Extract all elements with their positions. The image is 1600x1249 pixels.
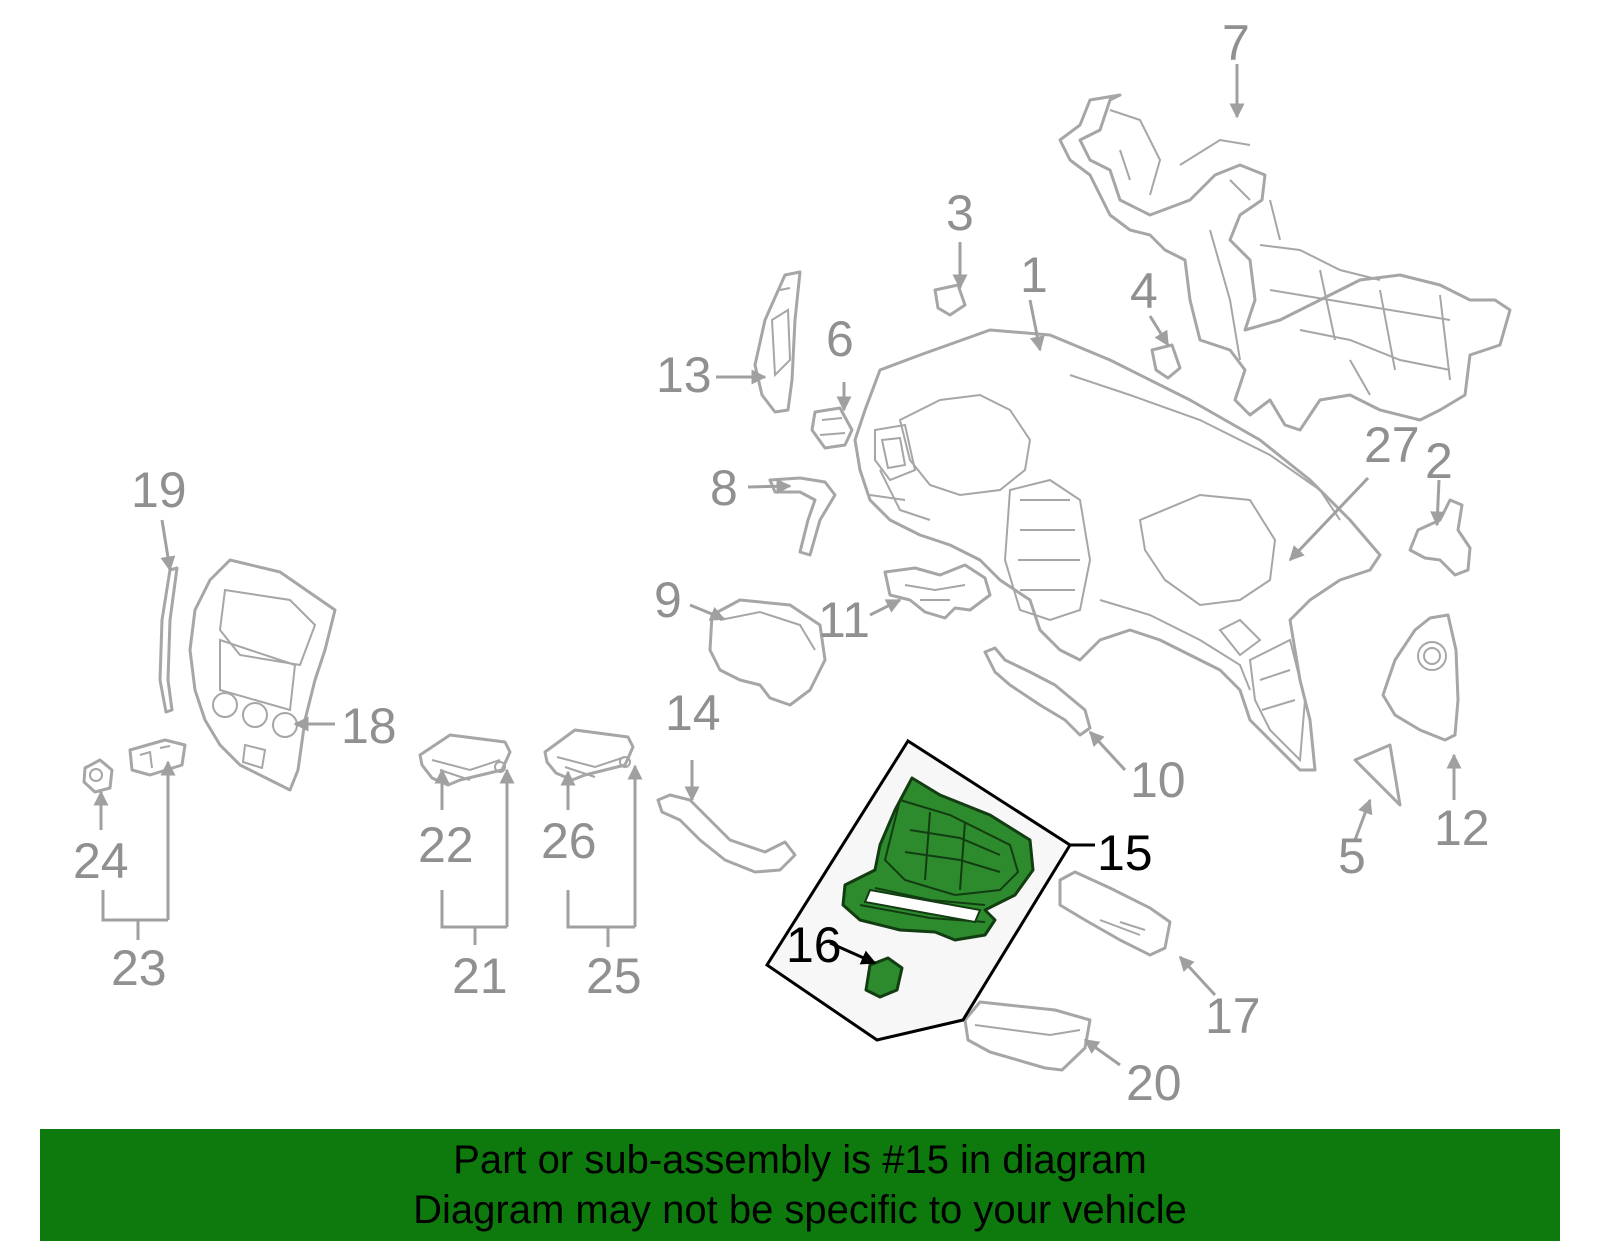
part-9-meter-hood — [708, 598, 827, 707]
part-14-bracket — [656, 793, 797, 874]
part-23-switch — [128, 738, 187, 777]
callout-6: 6 — [826, 311, 854, 367]
part-22-box — [418, 733, 512, 787]
callout-27: 27 — [1364, 417, 1420, 473]
part-18-center-bezel — [188, 558, 337, 792]
part-4-clip — [1150, 343, 1182, 380]
part-2-bracket — [1408, 498, 1472, 577]
callout-9: 9 — [654, 572, 682, 628]
callout-17: 17 — [1205, 988, 1261, 1044]
part-6-bracket — [810, 406, 854, 450]
callout-1: 1 — [1020, 247, 1048, 303]
banner-line-disclaimer: Diagram may not be specific to your vehi… — [413, 1188, 1187, 1232]
part-7-crossmember — [1058, 93, 1512, 432]
callout-10: 10 — [1130, 752, 1186, 808]
callout-11: 11 — [818, 592, 870, 648]
callout-16: 16 — [786, 917, 842, 973]
callout-labels: 1 2 3 4 5 6 7 8 9 10 11 12 13 14 15 16 1… — [73, 15, 1490, 1111]
part-1-instrument-panel — [853, 328, 1382, 772]
part-20-tray — [963, 1000, 1092, 1072]
callout-22: 22 — [418, 817, 474, 873]
part-15-inner-face — [883, 798, 1020, 897]
part-17-panel — [1058, 870, 1172, 957]
part-13-side-trim — [753, 270, 802, 414]
callout-8: 8 — [710, 460, 738, 516]
part-26-box — [543, 728, 635, 782]
callout-13: 13 — [656, 347, 712, 403]
callout-2: 2 — [1425, 433, 1453, 489]
callout-12: 12 — [1434, 800, 1490, 856]
part-3-clip — [933, 283, 967, 317]
callout-25: 25 — [586, 948, 642, 1004]
callout-15: 15 — [1097, 825, 1153, 881]
highlight-group-15 — [764, 738, 1073, 1042]
callout-20: 20 — [1126, 1055, 1182, 1111]
callout-5: 5 — [1338, 828, 1366, 884]
callout-4: 4 — [1130, 263, 1158, 319]
part-19-strip — [158, 566, 179, 714]
part-8-duct — [768, 476, 837, 557]
part-24-switch — [82, 758, 114, 794]
info-banner: Part or sub-assembly is #15 in diagram D… — [40, 1129, 1560, 1241]
leader-lines — [93, 64, 1462, 1067]
callout-23: 23 — [111, 940, 167, 996]
part-5-cover — [1353, 743, 1402, 807]
callout-7: 7 — [1222, 15, 1250, 71]
banner-line-part: Part or sub-assembly is #15 in diagram — [453, 1138, 1147, 1182]
callout-24: 24 — [73, 833, 129, 889]
callout-3: 3 — [946, 185, 974, 241]
part-10-bracket — [983, 646, 1092, 737]
part-12-side-cover — [1381, 613, 1460, 742]
part-16-latch — [864, 956, 904, 999]
callout-19: 19 — [131, 462, 187, 518]
part-11-bracket — [883, 563, 992, 620]
callout-14: 14 — [665, 685, 721, 741]
callout-18: 18 — [341, 698, 397, 754]
part-15-lid-opening — [863, 888, 982, 924]
callout-21: 21 — [452, 948, 508, 1004]
callout-26: 26 — [541, 813, 597, 869]
